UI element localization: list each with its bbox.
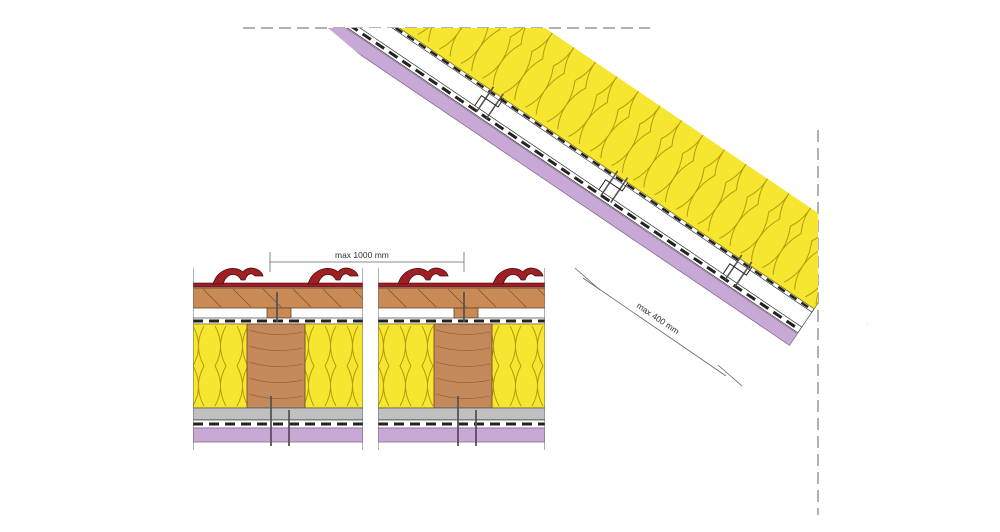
wood-grain	[232, 288, 252, 308]
tile-base	[378, 282, 545, 288]
wood-grain	[639, 28, 643, 54]
tile-base	[193, 282, 363, 288]
wood-grain	[248, 393, 304, 399]
wood-grain	[248, 377, 304, 383]
wood-grain	[507, 288, 527, 308]
wood-grain	[248, 361, 304, 367]
wood-grain	[672, 50, 676, 76]
wood-grain	[262, 288, 282, 308]
wood-grain	[606, 28, 610, 31]
roof-tile	[860, 157, 969, 240]
wood-grain	[738, 95, 742, 121]
wood-grain	[705, 72, 709, 98]
metal-profile	[193, 407, 363, 421]
wood-grain	[537, 288, 545, 297]
wood-grain	[202, 288, 222, 308]
rafter	[246, 323, 306, 409]
wood-grain	[563, 0, 585, 8]
screw	[475, 86, 495, 113]
steel-profile	[722, 263, 753, 276]
wood-grain	[248, 345, 304, 351]
metal-profile	[378, 407, 545, 421]
flat-section-left	[193, 267, 363, 450]
roof-tile-profile	[307, 267, 359, 285]
roof-tile-profile	[212, 267, 264, 285]
vapour-layer	[378, 427, 545, 443]
wood-grain	[387, 288, 407, 308]
steel-profile	[474, 94, 505, 108]
roof-tile	[684, 32, 781, 117]
edge-mark: ·	[866, 321, 868, 327]
wood-grain	[804, 140, 808, 166]
screw	[734, 261, 753, 288]
batten-layer	[193, 287, 363, 309]
sloped-insulation	[349, 28, 818, 310]
screw	[610, 177, 629, 203]
roof-tile	[593, 28, 690, 55]
screw	[752, 87, 771, 114]
screw	[636, 28, 655, 36]
insulation-pattern	[353, 28, 818, 305]
rafter-spacing-dimension: max 1000 mm	[269, 250, 465, 272]
vapour-layer	[328, 28, 798, 346]
screw	[485, 93, 505, 119]
wood-grain	[828, 163, 850, 188]
screw	[600, 170, 619, 197]
wood-grain	[417, 288, 437, 308]
roof-tile-profile	[397, 267, 449, 285]
rafter	[433, 323, 493, 409]
wood-grain	[435, 345, 491, 351]
wood-grain	[352, 288, 363, 300]
roof-tile	[775, 94, 818, 179]
wood-grain	[447, 288, 467, 308]
vapour-layer	[193, 427, 363, 443]
wood-grain	[292, 288, 312, 308]
rafter-spacing-label: max 1000 mm	[335, 250, 389, 260]
steel-profile	[598, 179, 629, 192]
wood-grain	[435, 361, 491, 367]
wood-grain	[248, 329, 304, 335]
wood-grain	[477, 288, 497, 308]
wood-grain	[771, 117, 775, 143]
screw	[724, 254, 743, 281]
batten-layer	[378, 287, 545, 309]
wood-grain	[322, 288, 342, 308]
wood-grain	[435, 393, 491, 399]
wood-grain	[435, 329, 491, 335]
wood-grain	[861, 185, 883, 210]
wood-grain	[435, 377, 491, 383]
flat-section-right	[378, 267, 545, 450]
roof-tile-profile	[492, 267, 544, 285]
